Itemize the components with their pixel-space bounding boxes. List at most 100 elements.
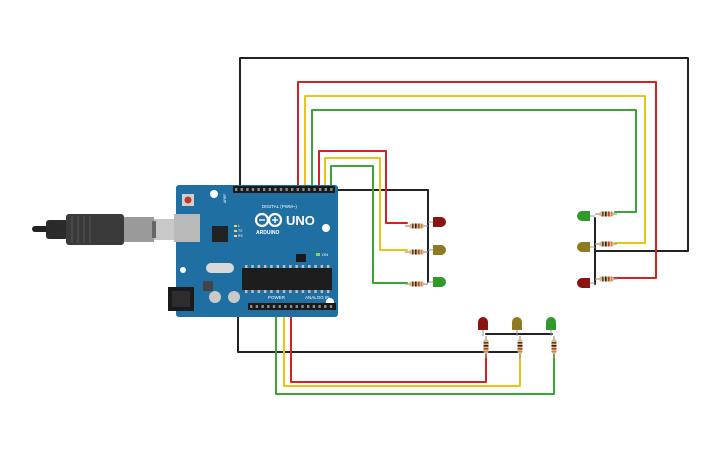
- led-red[interactable]: [577, 278, 595, 288]
- pin: [257, 188, 260, 191]
- resistor[interactable]: [595, 241, 617, 247]
- power-header-label: POWER: [268, 295, 286, 300]
- pin: [312, 305, 316, 308]
- pin: [318, 305, 321, 308]
- resistor[interactable]: [405, 223, 428, 229]
- pin: [296, 188, 299, 191]
- digital-header-pins: [235, 188, 333, 191]
- reset-button-cap[interactable]: [184, 196, 192, 204]
- pin: [235, 188, 238, 191]
- led-red[interactable]: [478, 317, 488, 336]
- pin: [326, 290, 330, 293]
- pin: [263, 188, 266, 191]
- arduino-uno-board[interactable]: UNO ARDUINO DIGITAL (PWM~) ANALOG IN POW…: [168, 185, 338, 317]
- chip-pins: [245, 265, 330, 268]
- aref-label: AREF: [223, 194, 227, 203]
- resistor[interactable]: [595, 276, 617, 282]
- pin: [282, 265, 286, 268]
- led-group-right-of-board: [405, 217, 446, 287]
- status-led: [234, 235, 237, 237]
- pin: [301, 290, 305, 293]
- board-brand-label: ARDUINO: [256, 230, 279, 236]
- led-green[interactable]: [428, 277, 446, 287]
- pin: [246, 188, 249, 191]
- pin: [314, 265, 317, 268]
- led-green[interactable]: [577, 211, 595, 221]
- pin: [251, 188, 255, 191]
- led-yellow[interactable]: [577, 242, 595, 252]
- wire-yellow-bottom[interactable]: [283, 299, 521, 387]
- pin: [302, 188, 305, 191]
- pin: [272, 305, 276, 308]
- pin: [285, 188, 288, 191]
- pin: [278, 305, 281, 308]
- wire-yellow-right-group[interactable]: [324, 157, 408, 251]
- pin: [255, 305, 259, 308]
- pin: [289, 305, 293, 308]
- resistor[interactable]: [595, 211, 617, 217]
- wire-green-bottom[interactable]: [275, 299, 555, 395]
- pin: [261, 305, 264, 308]
- atmega-chip: [242, 268, 332, 290]
- led-green[interactable]: [546, 317, 556, 336]
- wire-red-far-right[interactable]: [297, 81, 657, 279]
- resistor[interactable]: [483, 336, 489, 358]
- pin: [245, 265, 248, 268]
- power-header-pins: [250, 305, 333, 308]
- resistor[interactable]: [517, 336, 523, 358]
- pin: [291, 188, 294, 191]
- board-model-label: UNO: [286, 213, 315, 228]
- pin: [295, 290, 298, 293]
- capacitor: [209, 291, 221, 303]
- pin: [263, 265, 267, 268]
- led-yellow[interactable]: [512, 317, 522, 336]
- pin: [329, 305, 333, 308]
- pin: [263, 290, 267, 293]
- regulator: [203, 281, 213, 291]
- pin: [301, 305, 304, 308]
- resistor[interactable]: [405, 249, 428, 255]
- pin: [319, 188, 322, 191]
- pin: [270, 265, 273, 268]
- wire-red-bottom[interactable]: [290, 299, 487, 383]
- digital-header[interactable]: [233, 186, 335, 193]
- led-red[interactable]: [428, 217, 446, 227]
- pin: [276, 265, 279, 268]
- wire-red-right-group[interactable]: [318, 150, 408, 224]
- l-led-label: L: [238, 224, 240, 228]
- crystal-oscillator: [206, 263, 234, 273]
- pin: [320, 265, 324, 268]
- pin: [251, 290, 254, 293]
- pin: [268, 188, 271, 191]
- pin: [295, 265, 298, 268]
- wire-green-far-right[interactable]: [311, 109, 637, 213]
- pin: [279, 188, 283, 191]
- usb-port: [174, 214, 200, 242]
- pin: [324, 305, 327, 308]
- power-led: [316, 253, 320, 256]
- pin: [326, 265, 330, 268]
- rx-led-label: RX: [238, 234, 244, 238]
- wire-black-right-group[interactable]: [299, 189, 429, 223]
- resistor[interactable]: [551, 336, 557, 358]
- resistor[interactable]: [405, 281, 428, 287]
- pin: [240, 188, 243, 191]
- usb-cable[interactable]: [32, 214, 178, 245]
- wire-green-right-group[interactable]: [330, 165, 408, 284]
- pin: [251, 265, 254, 268]
- led-yellow[interactable]: [428, 245, 446, 255]
- led-group-bottom: [478, 317, 557, 358]
- pin: [295, 305, 298, 308]
- on-led-label: ON: [322, 252, 328, 257]
- tx-led-label: TX: [238, 229, 243, 233]
- pin: [270, 290, 273, 293]
- chip-pins: [245, 290, 330, 293]
- pin: [282, 290, 286, 293]
- pin: [307, 305, 310, 308]
- pin: [267, 305, 270, 308]
- pin: [274, 188, 277, 191]
- wire-yellow-far-right[interactable]: [304, 95, 646, 244]
- pin: [245, 290, 248, 293]
